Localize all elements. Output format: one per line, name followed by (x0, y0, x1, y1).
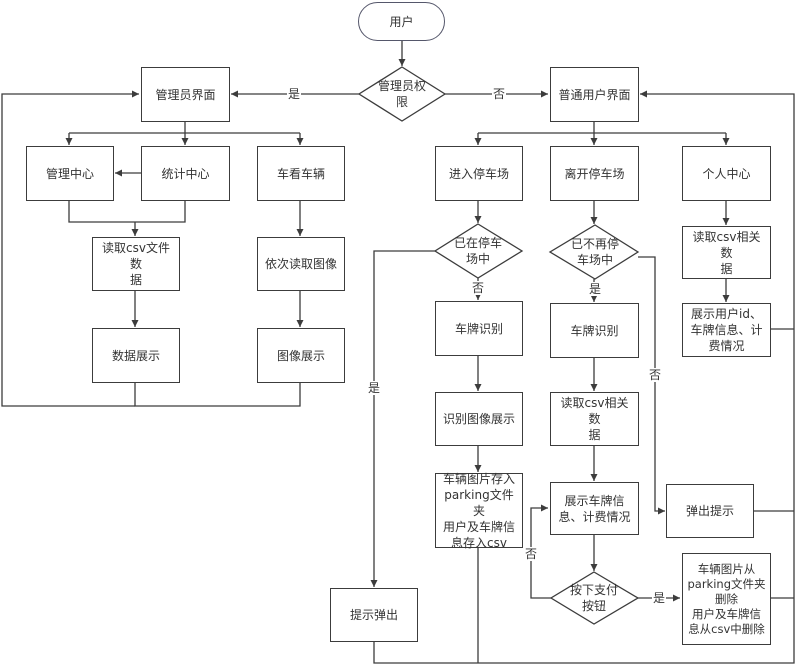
node-show-plate-fee: 展示车牌信 息、计费情况 (550, 482, 639, 535)
node-stats-center: 统计中心 (141, 146, 230, 201)
node-show-user-info: 展示用户id、 车牌信息、计 费情况 (682, 303, 771, 357)
decision-already-in-lot-label: 已在停车 场中 (453, 236, 502, 266)
decision-no-longer-in-lot (548, 224, 640, 280)
node-plate-recognition-leave: 车牌识别 (550, 303, 639, 358)
edge-label-pay-no: 否 (524, 547, 539, 561)
node-user: 用户 (358, 2, 445, 41)
edge-label-in-lot-no: 否 (471, 281, 486, 295)
node-data-display: 数据展示 (92, 328, 180, 383)
node-plate-recognition-enter: 车牌识别 (435, 301, 523, 356)
node-enter-lot: 进入停车场 (435, 146, 523, 201)
node-read-csv-file: 读取csv文件数 据 (92, 237, 180, 291)
decision-admin-check (357, 66, 447, 122)
node-read-csv-personal: 读取csv相关数 据 (682, 226, 771, 279)
node-popup-hint-left: 提示弹出 (330, 588, 418, 642)
edge-label-in-lot-yes: 是 (367, 381, 382, 395)
node-user-ui: 普通用户界面 (550, 67, 639, 122)
node-image-display: 图像展示 (257, 328, 345, 383)
node-admin-ui: 管理员界面 (141, 67, 230, 122)
node-view-vehicles: 车看车辆 (257, 146, 345, 201)
node-delete-vehicle: 车辆图片从 parking文件夹 删除 用户及车牌信 息从csv中删除 (682, 553, 771, 645)
node-personal-center: 个人中心 (682, 146, 771, 201)
decision-no-longer-in-lot-label: 已不再停 车场中 (570, 237, 619, 267)
decision-admin-check-label: 管理员权 限 (377, 79, 426, 109)
edge-label-admin-no: 否 (492, 87, 507, 101)
node-read-csv-leave: 读取csv相关数 据 (550, 392, 639, 446)
node-recognized-image-display: 识别图像展示 (435, 392, 523, 446)
decision-pay-button (549, 571, 640, 625)
node-read-images: 依次读取图像 (257, 237, 345, 291)
node-save-vehicle: 车辆图片存入 parking文件夹 用户及车牌信 息存入csv (435, 472, 523, 550)
edge-label-not-in-lot-no: 否 (648, 368, 663, 382)
node-leave-lot: 离开停车场 (550, 146, 639, 201)
edge-label-admin-yes: 是 (287, 87, 302, 101)
node-manage-center: 管理中心 (26, 146, 114, 201)
decision-pay-button-label: 按下支付 按钮 (569, 583, 618, 613)
edge-label-pay-yes: 是 (652, 591, 667, 605)
edge-label-not-in-lot-yes: 是 (588, 282, 603, 296)
node-popup-hint-right: 弹出提示 (666, 484, 754, 538)
